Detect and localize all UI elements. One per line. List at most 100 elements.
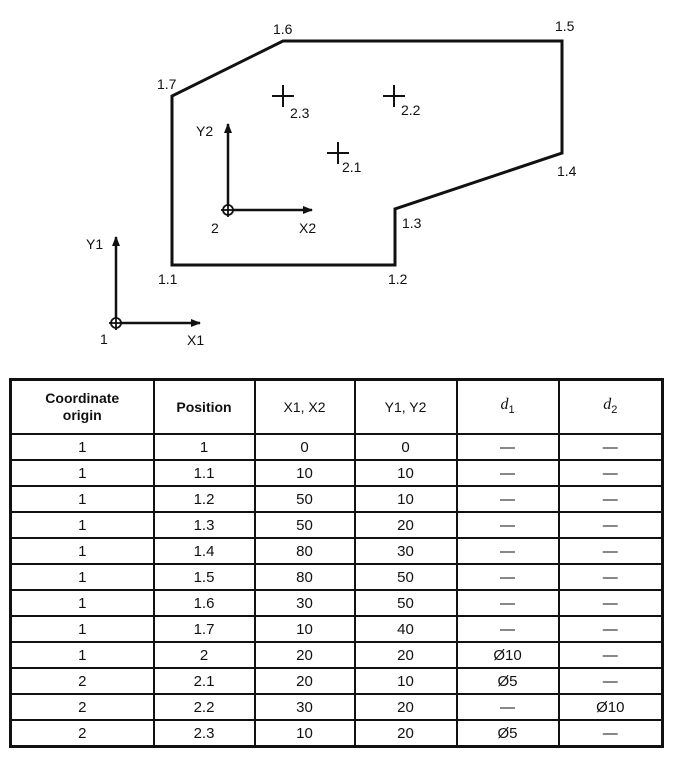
- origin-1-y-axis-label: Y1: [86, 236, 103, 252]
- cell-position: 1.5: [152, 563, 256, 591]
- cell-x: 10: [253, 459, 356, 487]
- origin-1-icon: [109, 316, 123, 330]
- point-label-1-1: 1.1: [158, 271, 178, 287]
- cell-y: 10: [353, 667, 458, 695]
- cell-y: 40: [353, 615, 458, 643]
- cell-d1: —: [455, 459, 560, 487]
- cell-d2: —: [557, 615, 664, 643]
- cell-d1: —: [455, 589, 560, 617]
- cell-d2: —: [557, 511, 664, 539]
- header-d2: d2: [557, 378, 664, 435]
- cell-position: 1.6: [152, 589, 256, 617]
- cell-position: 1.3: [152, 511, 256, 539]
- cell-x: 30: [253, 589, 356, 617]
- hole-label-2-1: 2.1: [342, 159, 362, 175]
- hole-marker-2-1: [327, 142, 349, 164]
- origin-2-icon: [221, 203, 235, 217]
- point-label-1-2: 1.2: [388, 271, 408, 287]
- cell-d2: —: [557, 537, 664, 565]
- cell-y: 20: [353, 719, 458, 748]
- cell-x: 50: [253, 511, 356, 539]
- cell-d2: —: [557, 459, 664, 487]
- origin-2-axes: [224, 123, 313, 214]
- cell-origin: 1: [9, 459, 155, 487]
- point-label-1-5: 1.5: [555, 18, 575, 34]
- cell-d2: —: [557, 641, 664, 669]
- header-y: Y1, Y2: [353, 378, 458, 435]
- cell-d1: Ø5: [455, 667, 560, 695]
- cell-position: 1.1: [152, 459, 256, 487]
- hole-marker-2-2: [383, 85, 405, 107]
- cell-x: 30: [253, 693, 356, 721]
- point-label-1-4: 1.4: [557, 163, 577, 179]
- header-d1: d1: [455, 378, 560, 435]
- cell-position: 2.1: [152, 667, 256, 695]
- cell-x: 20: [253, 667, 356, 695]
- point-label-1-3: 1.3: [402, 215, 422, 231]
- cell-position: 1.4: [152, 537, 256, 565]
- origin-1-x-axis-label: X1: [187, 332, 204, 348]
- header-coordinate-origin: Coordinate origin: [9, 378, 155, 435]
- cell-position: 1.7: [152, 615, 256, 643]
- hole-marker-2-3: [272, 85, 294, 107]
- cell-d1: —: [455, 485, 560, 513]
- cell-d2: —: [557, 433, 664, 461]
- header-d1-sub: 1: [508, 403, 515, 416]
- cell-x: 0: [253, 433, 356, 461]
- cell-x: 80: [253, 537, 356, 565]
- cell-origin: 2: [9, 667, 155, 695]
- cell-x: 10: [253, 615, 356, 643]
- origin-1-label: 1: [100, 331, 108, 347]
- cell-d1: Ø10: [455, 641, 560, 669]
- header-d2-sub: 2: [611, 403, 618, 416]
- origin-2-y-axis-label: Y2: [196, 123, 213, 139]
- cell-origin: 1: [9, 615, 155, 643]
- header-d1-symbol: d: [500, 395, 509, 413]
- cell-origin: 1: [9, 485, 155, 513]
- cell-d2: —: [557, 667, 664, 695]
- part-contour: [170, 39, 564, 267]
- origin-2-x-axis-label: X2: [299, 220, 316, 236]
- header-position: Position: [152, 378, 256, 435]
- cell-y: 30: [353, 537, 458, 565]
- cell-y: 20: [353, 511, 458, 539]
- cell-d2: Ø10: [557, 693, 664, 721]
- header-d2-symbol: d: [603, 395, 612, 413]
- cell-origin: 1: [9, 537, 155, 565]
- coordinates-table: Coordinate origin Position X1, X2 Y1, Y2…: [9, 378, 664, 748]
- cell-position: 2.2: [152, 693, 256, 721]
- cell-x: 20: [253, 641, 356, 669]
- cell-d1: —: [455, 693, 560, 721]
- cell-position: 2.3: [152, 719, 256, 748]
- cell-origin: 1: [9, 589, 155, 617]
- cell-d1: —: [455, 511, 560, 539]
- cell-origin: 1: [9, 563, 155, 591]
- cell-d2: —: [557, 485, 664, 513]
- cell-y: 10: [353, 459, 458, 487]
- cell-y: 20: [353, 641, 458, 669]
- cell-position: 1: [152, 433, 256, 461]
- cell-origin: 1: [9, 641, 155, 669]
- cell-origin: 2: [9, 719, 155, 748]
- cell-position: 2: [152, 641, 256, 669]
- coordinate-drawing: 1.1 1.2 1.3 1.4 1.5 1.6 1.7 2.1 2.2 2.3 …: [86, 18, 577, 348]
- cell-origin: 2: [9, 693, 155, 721]
- cell-x: 50: [253, 485, 356, 513]
- origin-2-label: 2: [211, 220, 219, 236]
- cell-y: 50: [353, 563, 458, 591]
- origin-1-axes: [112, 236, 201, 327]
- cell-origin: 1: [9, 511, 155, 539]
- cell-d2: —: [557, 563, 664, 591]
- table-header-row: Coordinate origin Position X1, X2 Y1, Y2…: [9, 378, 664, 435]
- cell-position: 1.2: [152, 485, 256, 513]
